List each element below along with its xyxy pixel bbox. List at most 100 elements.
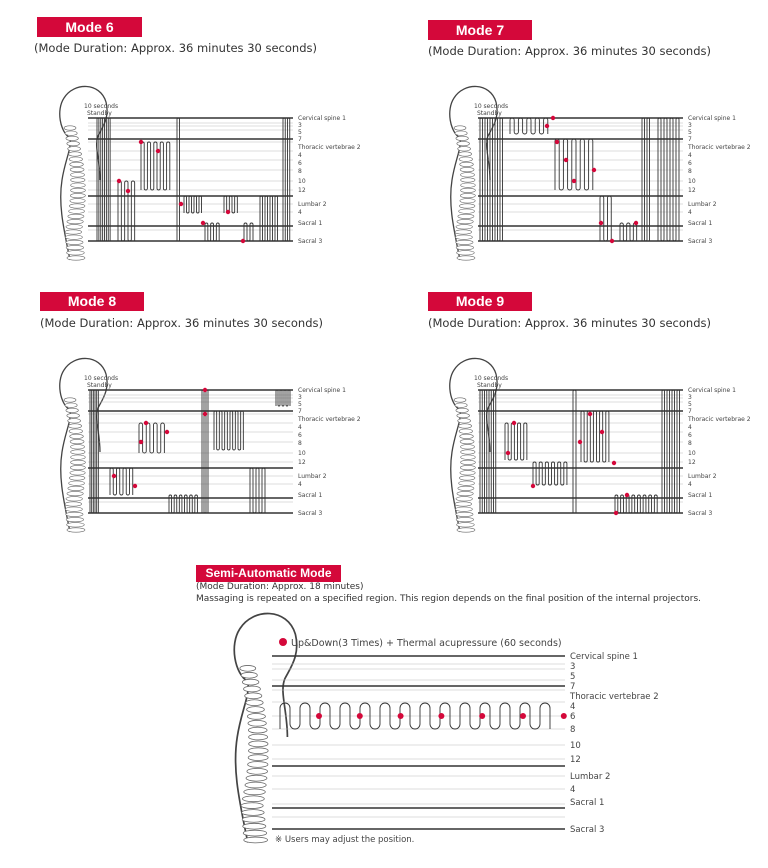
thermal-acupressure-point	[505, 450, 511, 456]
vertebra	[456, 491, 474, 497]
vertebra	[246, 713, 266, 720]
massage-path	[661, 389, 680, 514]
vertebra	[241, 816, 266, 823]
vertebra	[68, 156, 83, 162]
massage-path	[614, 494, 658, 514]
level-label: 7	[570, 682, 575, 692]
level-label: 8	[570, 725, 575, 735]
vertebra	[66, 219, 84, 225]
vertebra	[458, 151, 472, 157]
standby-label: Standby	[87, 110, 112, 117]
vertebra	[455, 407, 469, 413]
vertebra	[456, 522, 475, 528]
vertebra	[455, 511, 474, 517]
standby-label: 10 seconds	[474, 375, 508, 382]
vertebra	[460, 187, 476, 193]
vertebra	[248, 733, 269, 741]
vertebra	[68, 480, 85, 486]
thermal-acupressure-point	[571, 178, 577, 184]
semi-auto-description: Massaging is repeated on a specified reg…	[196, 594, 702, 604]
vertebra	[69, 433, 84, 439]
level-label: 5	[570, 672, 575, 682]
vertebra	[69, 203, 86, 209]
semi-auto-chart: Up&Down(3 Times) + Thermal acupressure (…	[272, 638, 659, 845]
body-silhouette	[449, 357, 498, 533]
vertebra	[454, 501, 472, 507]
level-label: Lumbar 2	[570, 772, 610, 782]
vertebra	[459, 167, 475, 173]
mode-7-duration: (Mode Duration: Approx. 36 minutes 30 se…	[428, 44, 711, 58]
thermal-acupressure-point	[111, 473, 117, 479]
mode-8-duration: (Mode Duration: Approx. 36 minutes 30 se…	[40, 316, 323, 330]
thermal-acupressure-point	[240, 238, 246, 244]
massage-path	[168, 494, 198, 514]
massage-path	[554, 138, 594, 191]
level-label: 3	[688, 394, 692, 401]
vertebra	[243, 788, 266, 796]
thermal-acupressure-point	[577, 439, 583, 445]
level-label: 6	[298, 160, 302, 167]
vertebra	[70, 172, 85, 178]
level-label: Cervical spine 1	[688, 387, 736, 394]
vertebra	[65, 496, 83, 502]
thermal-acupressure-point	[544, 123, 550, 129]
thermal-acupressure-point	[178, 201, 184, 207]
vertebra	[69, 439, 85, 445]
vertebra	[457, 213, 475, 219]
vertebra	[455, 234, 473, 240]
vertebra	[63, 125, 77, 131]
vertebra	[455, 224, 473, 230]
level-label: Sacral 3	[298, 510, 323, 517]
level-label: Cervical spine 1	[298, 115, 346, 122]
vertebra	[69, 470, 86, 476]
level-label: 4	[570, 785, 575, 795]
mode-7-title: Mode 7	[428, 20, 532, 40]
level-label: 12	[688, 459, 696, 466]
level-label: 4	[298, 152, 302, 159]
level-label: Sacral 1	[688, 492, 713, 499]
thermal-acupressure-point	[609, 238, 615, 244]
level-label: 3	[298, 122, 302, 129]
vertebra	[456, 141, 470, 147]
semi-auto-duration: (Mode Duration: Approx. 18 minutes)	[196, 582, 364, 592]
vertebra	[247, 726, 268, 734]
level-label: 12	[298, 459, 306, 466]
level-label: 4	[570, 702, 575, 712]
vertebra	[65, 224, 83, 230]
massage-path	[479, 117, 503, 242]
vertebra	[459, 203, 476, 209]
massage-path	[641, 117, 650, 242]
vertebra	[457, 485, 475, 491]
spine-icon	[63, 397, 86, 533]
thermal-acupressure-point	[356, 713, 363, 719]
standby-label: 10 seconds	[84, 103, 118, 110]
vertebra	[456, 527, 476, 533]
vertebra	[243, 836, 268, 844]
vertebra	[65, 239, 84, 245]
level-label: 10	[298, 450, 306, 457]
massage-path	[223, 195, 238, 214]
level-label: 3	[298, 394, 302, 401]
massage-path	[96, 117, 111, 242]
thermal-acupressure-point	[560, 713, 567, 719]
vertebra	[458, 156, 473, 162]
vertebra	[66, 413, 80, 419]
vertebra	[458, 480, 475, 486]
vertebra	[460, 172, 475, 178]
level-label: 8	[688, 168, 692, 175]
vertebra	[242, 822, 267, 830]
level-label: Lumbar 2	[298, 473, 327, 480]
vertebra	[460, 454, 476, 460]
thermal-acupressure-point	[132, 483, 138, 489]
thermal-acupressure-point	[587, 411, 593, 417]
massage-path	[657, 117, 680, 242]
vertebra	[70, 177, 86, 183]
standby-label: Standby	[477, 110, 502, 117]
massage-path	[282, 117, 291, 242]
vertebra	[65, 234, 83, 240]
vertebra	[247, 761, 269, 768]
vertebra	[245, 699, 264, 706]
level-label: 10	[570, 741, 581, 751]
vertebra	[70, 454, 86, 460]
vertebra	[459, 198, 476, 204]
